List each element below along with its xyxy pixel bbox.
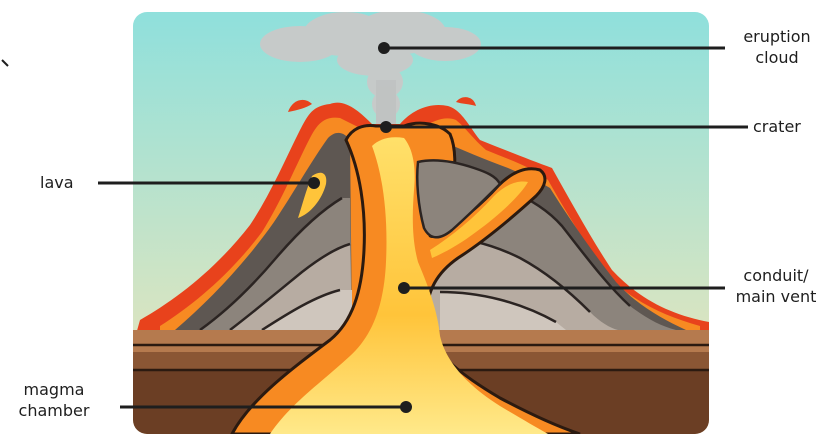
dot-magma-chamber: [400, 401, 412, 413]
label-eruption-cloud-line1: eruption: [738, 26, 816, 47]
label-magma-chamber-line2: chamber: [14, 400, 94, 421]
label-eruption-cloud: eruption cloud: [738, 26, 816, 68]
label-eruption-cloud-line2: cloud: [738, 47, 816, 68]
edge-mark: [2, 60, 8, 66]
dot-eruption-cloud: [378, 42, 390, 54]
label-conduit-line1: conduit/: [730, 265, 822, 286]
dot-conduit: [398, 282, 410, 294]
label-lava: lava: [40, 172, 74, 193]
dot-lava: [308, 177, 320, 189]
label-crater: crater: [753, 116, 801, 137]
label-magma-chamber: magma chamber: [14, 379, 94, 421]
label-conduit: conduit/ main vent: [730, 265, 822, 307]
label-magma-chamber-line1: magma: [14, 379, 94, 400]
dot-crater: [380, 121, 392, 133]
label-conduit-line2: main vent: [730, 286, 822, 307]
